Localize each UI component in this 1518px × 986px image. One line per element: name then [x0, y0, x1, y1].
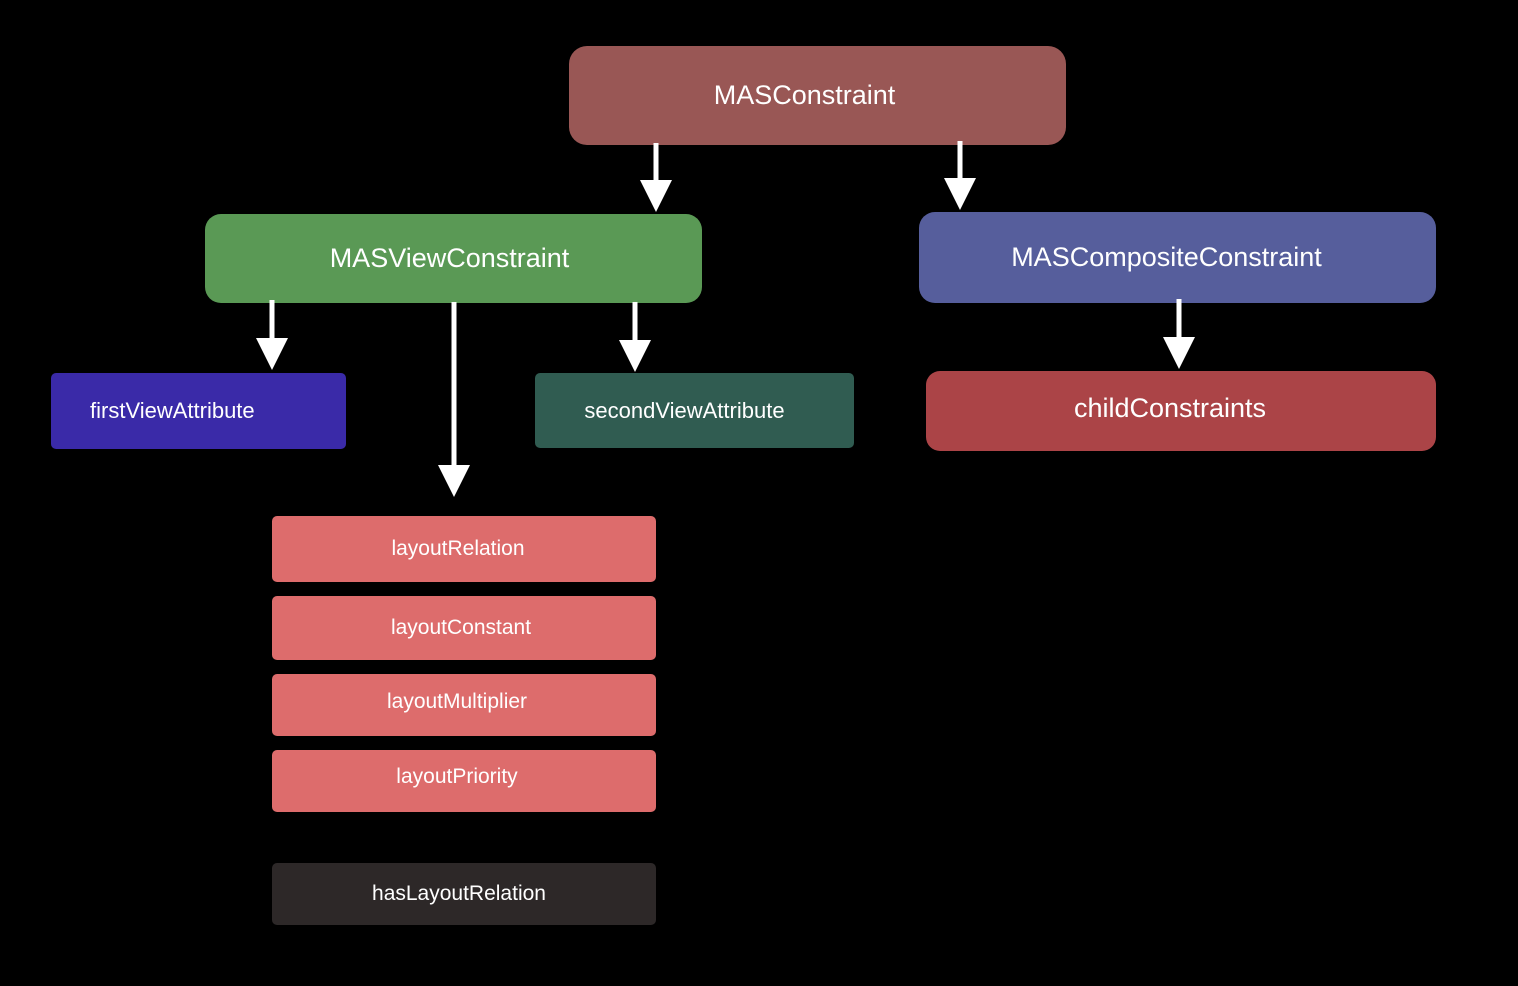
node-layout-relation: layoutRelation — [272, 516, 656, 582]
arrow-view-constraint-to-second-view-attribute — [619, 302, 651, 372]
node-first-view-attribute-label: firstViewAttribute — [90, 398, 255, 423]
node-child-constraints-label: childConstraints — [1073, 392, 1267, 423]
arrow-mas-constraint-to-composite-constraint — [944, 141, 976, 210]
node-layout-multiplier: layoutMultiplier — [272, 674, 656, 736]
arrow-composite-constraint-to-child-constraints — [1163, 299, 1195, 369]
node-second-view-attribute-label: secondViewAttribute — [584, 397, 785, 423]
node-mas-composite-constraint-label: MASCompositeConstraint — [1011, 242, 1322, 272]
node-layout-priority: layoutPriority — [272, 750, 656, 812]
node-has-layout-relation-label: hasLayoutRelation — [372, 882, 546, 905]
node-layout-constant-label: layoutConstant — [390, 616, 532, 639]
node-child-constraints: childConstraints — [926, 371, 1436, 451]
node-mas-composite-constraint: MASCompositeConstraint — [919, 212, 1436, 303]
node-second-view-attribute: secondViewAttribute — [535, 373, 854, 448]
node-layout-multiplier-label: layoutMultiplier — [386, 690, 528, 713]
node-mas-constraint-label: MASConstraint — [713, 80, 896, 110]
node-layout-constant: layoutConstant — [272, 596, 656, 660]
node-layout-priority-label: layoutPriority — [396, 765, 518, 788]
node-first-view-attribute: firstViewAttribute — [51, 373, 346, 449]
node-has-layout-relation: hasLayoutRelation — [272, 863, 656, 925]
arrow-view-constraint-to-layout-properties — [438, 302, 470, 497]
node-mas-view-constraint: MASViewConstraint — [205, 214, 702, 303]
arrow-mas-constraint-to-view-constraint — [640, 143, 672, 212]
node-layout-relation-label: layoutRelation — [391, 537, 525, 560]
arrow-view-constraint-to-first-view-attribute — [256, 300, 288, 370]
node-mas-view-constraint-label: MASViewConstraint — [329, 243, 570, 273]
node-mas-constraint: MASConstraint — [569, 46, 1066, 145]
